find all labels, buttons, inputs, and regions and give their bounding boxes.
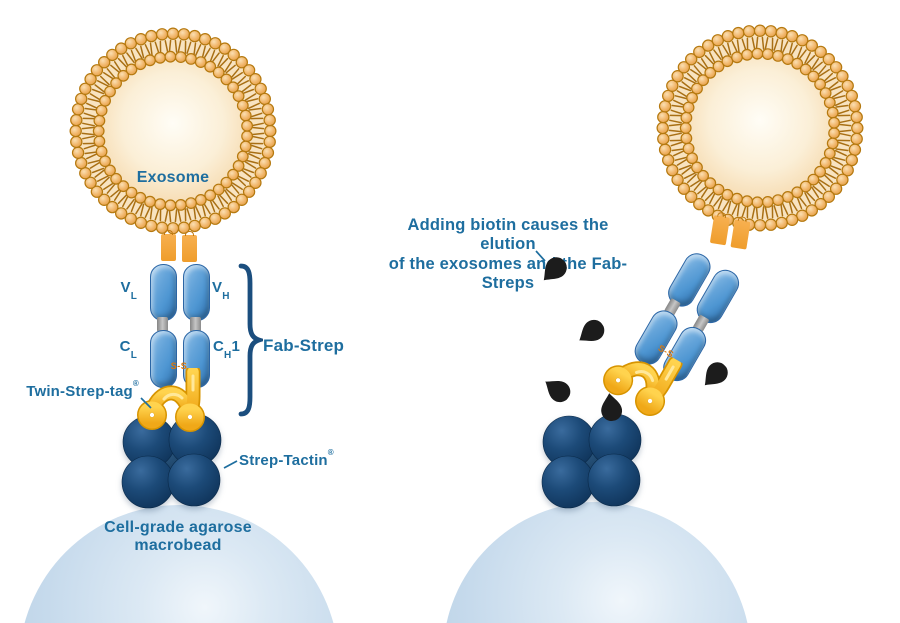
exosome-left [69, 27, 277, 235]
membrane-anchors-left [161, 230, 198, 265]
membrane-anchor [730, 219, 751, 250]
vl-domain [150, 264, 177, 321]
agarose-macrobead-right [443, 502, 751, 623]
fab-strep-bracket [238, 263, 263, 417]
vh-label: VH [212, 279, 230, 302]
membrane-anchor [182, 231, 197, 262]
macrobead-label: Cell-grade agarose macrobead [104, 519, 252, 555]
cl-label: CL [119, 338, 137, 361]
membrane-anchor [161, 230, 176, 261]
fab-strep-label: Fab-Strep [263, 336, 345, 355]
biotin-molecule [543, 257, 567, 281]
membrane-anchor [709, 215, 731, 246]
strep-tactin-tetramer-right [541, 413, 642, 509]
biotin-molecule [579, 319, 605, 342]
exosome-label: Exosome [136, 169, 210, 186]
biotin-molecule [545, 380, 571, 403]
exosome-right [656, 24, 864, 232]
biotin-molecule-bound [601, 393, 623, 422]
fab-strep-left: S-S [137, 264, 210, 444]
strep-tactin-tetramer-left [121, 413, 222, 509]
biotin-molecule [704, 362, 728, 386]
fab-strep-right-eluting: S-S [602, 248, 744, 434]
domain-linker [190, 317, 201, 332]
strep-tactin-label: Strep-Tactin® [239, 448, 334, 469]
ch1-label: CH1 [213, 338, 241, 361]
membrane-anchors-right [709, 215, 751, 251]
twin-strep-tag-left [137, 368, 205, 432]
domain-linker [157, 317, 168, 332]
twin-strep-tag-label: Twin-Strep-tag® [26, 379, 139, 400]
elution-caption: Adding biotin causes the elution of the … [388, 216, 628, 293]
vh-domain [183, 264, 210, 321]
vl-label: VL [120, 279, 137, 302]
disulfide-bond-label: S-S [170, 361, 188, 371]
twin-strep-tag-right [603, 356, 683, 417]
